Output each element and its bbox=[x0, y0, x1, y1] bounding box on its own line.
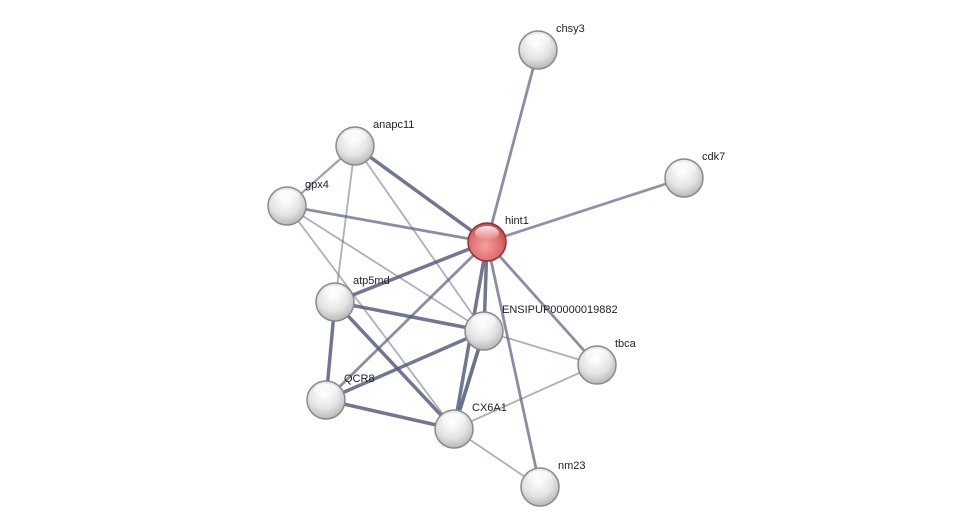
edge-atp5md-cx6a1[interactable] bbox=[333, 300, 456, 431]
node-highlight bbox=[526, 34, 550, 48]
node-highlight bbox=[672, 162, 696, 176]
edge-hint1-atp5md[interactable] bbox=[334, 240, 488, 304]
node-chsy3[interactable]: chsy3 bbox=[518, 23, 585, 70]
node-atp5md[interactable]: atp5md bbox=[315, 275, 390, 322]
node-highlight bbox=[585, 349, 609, 363]
node-highlight bbox=[472, 315, 496, 329]
edge-gpx4-ensip[interactable] bbox=[286, 205, 485, 332]
edge-anapc11-atp5md[interactable] bbox=[334, 145, 356, 303]
edge-hint1-tbca[interactable] bbox=[485, 241, 599, 366]
node-cdk7[interactable]: cdk7 bbox=[664, 151, 725, 198]
node-label: anapc11 bbox=[373, 119, 414, 131]
edge-atp5md-ensip[interactable] bbox=[334, 300, 485, 333]
node-anapc11[interactable]: anapc11 bbox=[335, 119, 414, 166]
node-label: nm23 bbox=[558, 460, 586, 472]
node-qcr8[interactable]: QCR8 bbox=[306, 373, 375, 420]
edge-hint1-gpx4[interactable] bbox=[286, 204, 488, 244]
node-nm23[interactable]: nm23 bbox=[520, 460, 586, 507]
edge-hint1-nm23[interactable] bbox=[485, 241, 542, 488]
node-highlight bbox=[528, 471, 552, 485]
node-cx6a1[interactable]: CX6A1 bbox=[434, 402, 507, 449]
node-highlight bbox=[275, 190, 299, 204]
edge-hint1-anapc11[interactable] bbox=[353, 144, 489, 244]
node-label: atp5md bbox=[353, 275, 390, 287]
edge-qcr8-ensip[interactable] bbox=[325, 329, 485, 402]
node-label: cdk7 bbox=[702, 151, 725, 163]
node-highlight bbox=[343, 130, 367, 144]
edge-hint1-cdk7[interactable] bbox=[486, 176, 685, 244]
node-label: gpx4 bbox=[305, 179, 329, 191]
edge-cx6a1-tbca[interactable] bbox=[453, 364, 598, 430]
node-highlight bbox=[475, 226, 499, 240]
node-label: tbca bbox=[615, 338, 637, 350]
node-highlight bbox=[314, 384, 338, 398]
edge-anapc11-ensip[interactable] bbox=[354, 145, 485, 332]
node-label: ENSIPUP00000019882 bbox=[502, 304, 618, 316]
node-label: hint1 bbox=[505, 215, 529, 227]
edge-qcr8-cx6a1[interactable] bbox=[325, 398, 455, 431]
node-gpx4[interactable]: gpx4 bbox=[267, 179, 329, 226]
edge-gpx4-cx6a1[interactable] bbox=[286, 205, 455, 430]
edge-hint1-qcr8[interactable] bbox=[325, 241, 488, 401]
node-highlight bbox=[442, 413, 466, 427]
node-hint1[interactable]: hint1 bbox=[467, 215, 529, 262]
edge-hint1-chsy3[interactable] bbox=[485, 49, 540, 243]
node-label: QCR8 bbox=[344, 373, 375, 385]
node-label: chsy3 bbox=[556, 23, 585, 35]
node-label: CX6A1 bbox=[472, 402, 507, 414]
node-tbca[interactable]: tbca bbox=[577, 338, 637, 385]
node-ensip[interactable]: ENSIPUP00000019882 bbox=[464, 304, 618, 351]
node-highlight bbox=[323, 286, 347, 300]
